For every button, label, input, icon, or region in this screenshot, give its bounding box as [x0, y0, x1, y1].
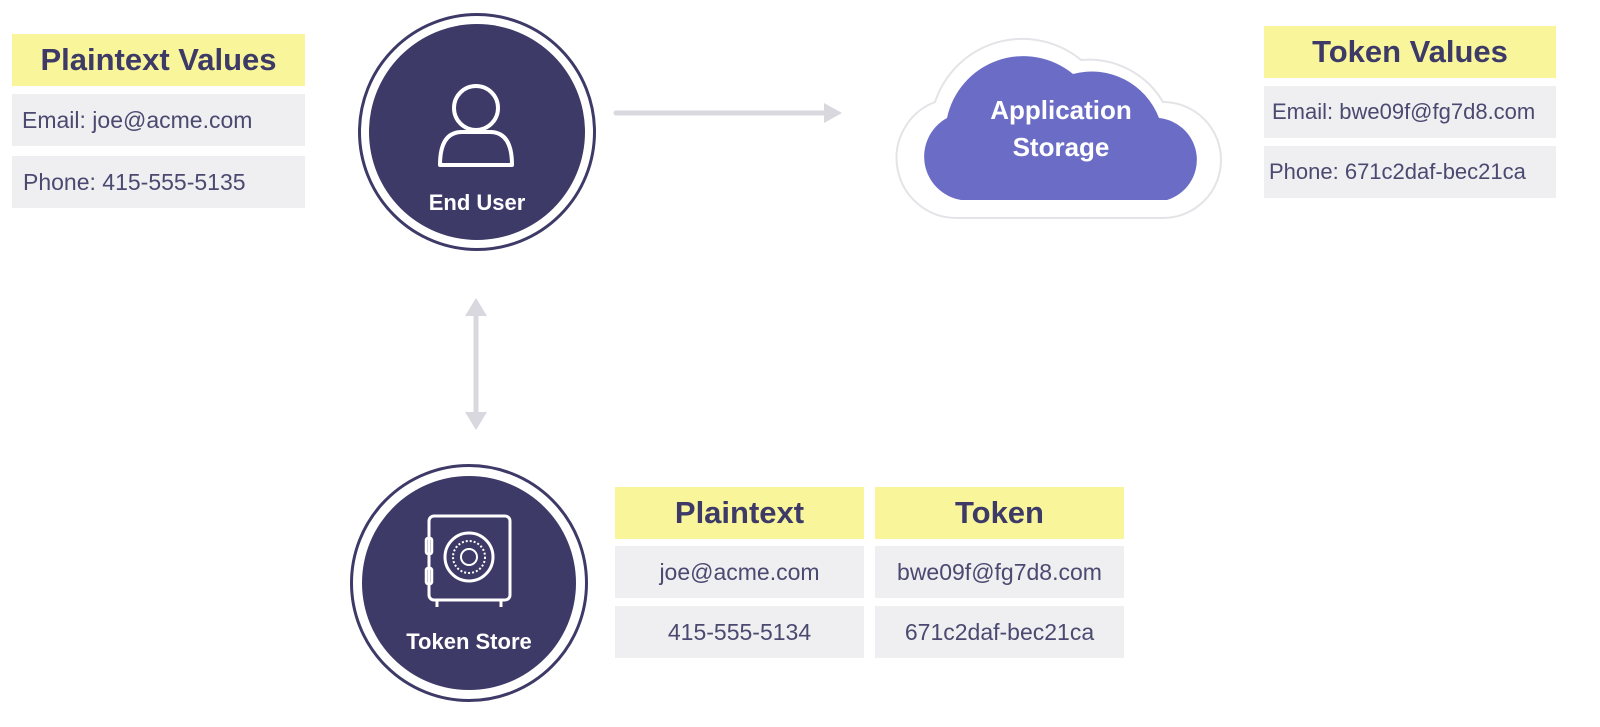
table-cell-token-phone: 671c2daf-bec21ca: [875, 606, 1124, 658]
plaintext-email: Email: joe@acme.com: [12, 94, 305, 146]
safe-icon: [424, 514, 512, 607]
user-icon: [438, 84, 514, 167]
plaintext-phone: Phone: 415-555-5135: [12, 156, 305, 208]
application-storage-label: Application Storage: [951, 92, 1171, 166]
token-store-circle: Token Store: [362, 476, 576, 690]
table-header-token: Token: [875, 487, 1124, 539]
table-header-plaintext: Plaintext: [615, 487, 864, 539]
table-cell-token-email: bwe09f@fg7d8.com: [875, 546, 1124, 598]
token-store-node: Token Store: [350, 464, 588, 702]
token-store-label: Token Store: [406, 629, 532, 654]
application-storage-line2: Storage: [1012, 132, 1110, 162]
table-cell-plaintext-email: joe@acme.com: [615, 546, 864, 598]
table-cell-plaintext-phone: 415-555-5134: [615, 606, 864, 658]
end-user-circle: End User: [369, 24, 585, 240]
arrow-user-token-store: [465, 298, 487, 430]
token-values-title: Token Values: [1264, 26, 1556, 78]
cloud-icon: [895, 37, 1222, 220]
application-storage-line1: Application: [990, 95, 1132, 125]
end-user-label: End User: [428, 190, 526, 215]
end-user-node: End User: [358, 13, 596, 251]
plaintext-values-title: Plaintext Values: [12, 34, 305, 86]
token-phone: Phone: 671c2daf-bec21ca: [1264, 146, 1556, 198]
arrow-to-storage: [613, 103, 842, 123]
application-storage-node: Application Storage: [895, 14, 1227, 222]
token-email: Email: bwe09f@fg7d8.com: [1264, 86, 1556, 138]
